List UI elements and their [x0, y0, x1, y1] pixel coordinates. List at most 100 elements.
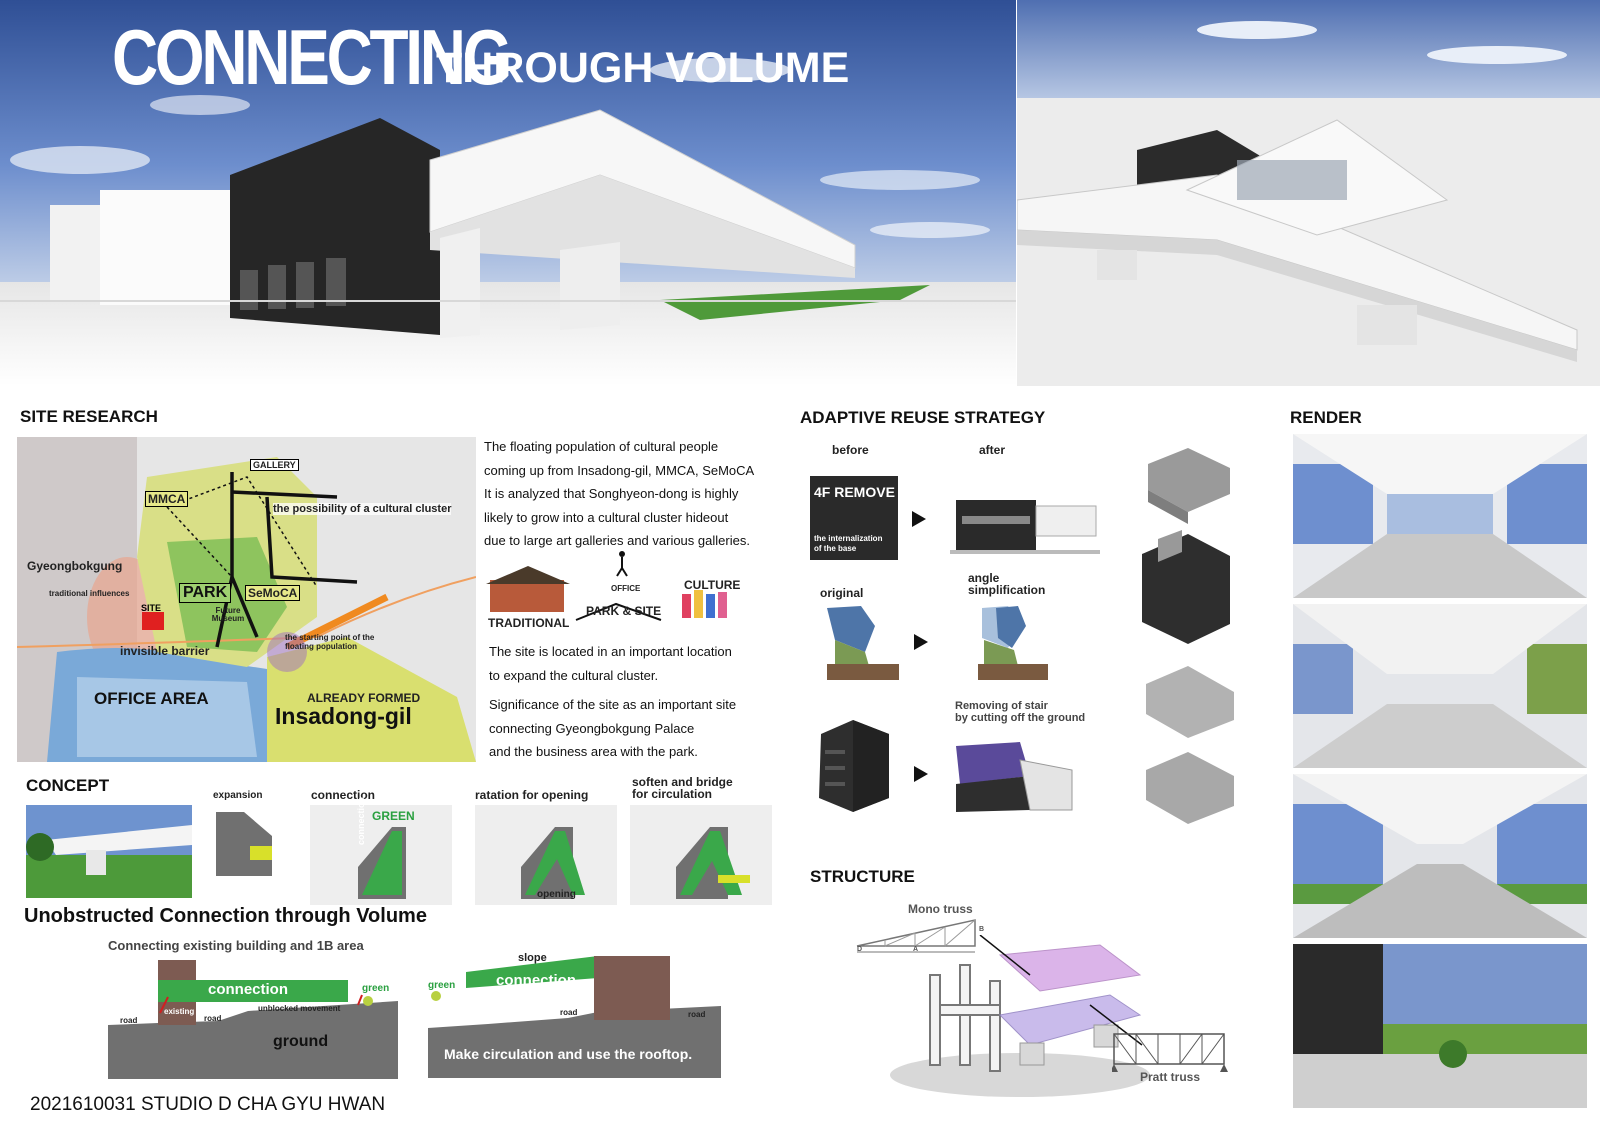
adaptive-remove-label: 4F REMOVE [814, 484, 895, 500]
site-paragraph-1: The floating population of cultural peop… [484, 435, 784, 553]
adaptive-removing: Removing of stair by cutting off the gro… [955, 700, 1085, 724]
adaptive-angle: angle simplification [968, 572, 1045, 596]
truss-dim-a: A [913, 946, 919, 953]
adaptive-dark-mass [813, 714, 895, 814]
map-mmca: MMCA [145, 491, 189, 507]
arrow-right-icon [914, 634, 928, 650]
title-big: CONNECTING [112, 13, 512, 101]
site-paragraph-3: Significance of the site as an important… [489, 693, 789, 764]
map-traditional-influences: traditional influences [49, 589, 130, 598]
sec2-road-1: road [560, 1008, 578, 1017]
concept-green: GREEN [372, 809, 415, 823]
truss-dim-d: D [857, 946, 863, 953]
removing-line-2: by cutting off the ground [955, 712, 1086, 724]
sec1-existing: existing [164, 1007, 195, 1016]
adaptive-before-building: 4F REMOVE the internalization of the bas… [810, 476, 898, 560]
render-interior-3 [1293, 774, 1587, 938]
adaptive-after-building [950, 494, 1100, 558]
arrow-right-icon [914, 766, 928, 782]
render-interior-2 [1293, 604, 1587, 768]
map-future-museum: Future Museum [211, 606, 245, 623]
para1-line: likely to grow into a cultural cluster h… [484, 509, 729, 525]
adaptive-internalization: the internalization of the base [814, 534, 882, 554]
map-park: PARK [179, 583, 232, 603]
map-insadong: Insadong-gil [275, 703, 412, 729]
angle-line-2: simplification [968, 583, 1046, 597]
para3-line: connecting Gyeongbokgung Palace [489, 720, 695, 736]
diagram-culture: CULTURE [684, 578, 741, 592]
map-site: SITE [141, 603, 162, 613]
truss-dim-b: B [979, 926, 985, 933]
internalization-line-2: of the base [814, 544, 857, 553]
para3-line: Significance of the site as an important… [489, 697, 737, 712]
diagram-office: OFFICE [611, 584, 641, 593]
sec2-green: green [428, 980, 456, 991]
hero-render-aerial [1016, 0, 1600, 386]
para1-line: It is analyzed that Songhyeon-dong is hi… [484, 486, 739, 501]
diagram-traditional: TRADITIONAL [488, 616, 570, 630]
adaptive-exploded-isometrics [1138, 444, 1238, 844]
mono-truss-label: Mono truss [908, 902, 973, 916]
map-invisible-barrier: invisible barrier [120, 644, 210, 658]
sec1-ground: ground [273, 1033, 329, 1050]
sec1-road-1: road [120, 1016, 138, 1025]
unobstructed-heading: Unobstructed Connection through Volume [24, 905, 427, 927]
connecting-existing-caption: Connecting existing building and 1B area [108, 938, 364, 953]
diagram-park-site: PARK & SITE [586, 604, 662, 618]
hero-title: CONNECTING THROUGH VOLUME [112, 12, 912, 102]
structure-heading: STRUCTURE [810, 867, 915, 886]
site-research-heading: SITE RESEARCH [20, 407, 158, 426]
soften-line-2: for circulation [632, 787, 713, 801]
pratt-truss-diagram [1110, 1032, 1230, 1076]
title-small: THROUGH VOLUME [436, 44, 850, 92]
angle-line-1: angle [968, 571, 1000, 585]
map-already-formed: ALREADY FORMED [307, 691, 421, 705]
site-map: GALLERY MMCA the possibility of a cultur… [17, 437, 476, 762]
traditional-culture-diagram: TRADITIONAL OFFICE PARK & SITE CULTURE [486, 550, 756, 638]
para1-line: coming up from Insadong-gil, MMCA, SeMoC… [484, 462, 755, 478]
concept-heading: CONCEPT [26, 776, 110, 795]
mono-truss-diagram: D A B [855, 916, 985, 956]
map-office-area: OFFICE AREA [94, 689, 209, 708]
para2-line: to expand the cultural cluster. [489, 667, 659, 683]
sec1-connection: connection [208, 981, 289, 998]
adaptive-before: before [832, 443, 869, 457]
sec2-slope: slope [518, 952, 547, 964]
pratt-truss-label: Pratt truss [1140, 1070, 1201, 1084]
para1-line: The floating population of cultural peop… [484, 439, 719, 454]
concept-expansion-shape [214, 810, 274, 880]
concept-opening: opening [537, 889, 576, 900]
sec1-road-2: road [204, 1014, 222, 1023]
internalization-line-1: the internalization [814, 534, 883, 543]
map-possibility: the possibility of a cultural cluster [273, 503, 452, 515]
map-starting-point: the starting point of the floating popul… [285, 633, 375, 651]
concept-ratation-diagram: opening [475, 805, 617, 905]
para2-line: The site is located in an important loca… [489, 644, 732, 659]
adaptive-original: original [820, 586, 864, 600]
sec1-unblocked: unblocked movement [258, 1004, 341, 1013]
concept-connection-diagram: GREEN connection [310, 797, 452, 905]
soften-line-1: soften and bridge [632, 775, 733, 789]
adaptive-angle-shape [978, 604, 1048, 680]
sec1-green: green [362, 983, 390, 994]
concept-label-expansion: expansion [213, 790, 263, 801]
adaptive-after: after [979, 443, 1006, 457]
concept-label-soften: soften and bridge for circulation [632, 776, 733, 800]
concept-connection-vertical: connection [356, 796, 366, 845]
map-semoca: SeMoCA [245, 585, 301, 601]
render-interior-4 [1293, 944, 1587, 1108]
para1-line: due to large art galleries and various g… [484, 533, 750, 548]
student-footer: 2021610031 STUDIO D CHA GYU HWAN [30, 1094, 386, 1115]
adaptive-heading: ADAPTIVE REUSE STRATEGY [800, 408, 1046, 427]
map-gallery: GALLERY [250, 459, 299, 471]
para3-line: and the business area with the park. [489, 744, 698, 759]
map-gyeongbokgung: Gyeongbokgung [27, 559, 123, 573]
concept-soften-diagram [630, 805, 772, 905]
concept-photo [26, 805, 192, 898]
render-heading: RENDER [1290, 408, 1362, 427]
adaptive-stair-removal [950, 740, 1074, 836]
section-diagram-1: connection green existing road road unbl… [108, 955, 405, 1079]
removing-line-1: Removing of stair [955, 700, 1048, 712]
site-paragraph-2: The site is located in an important loca… [489, 640, 789, 687]
concept-label-connection: connection [311, 788, 376, 802]
